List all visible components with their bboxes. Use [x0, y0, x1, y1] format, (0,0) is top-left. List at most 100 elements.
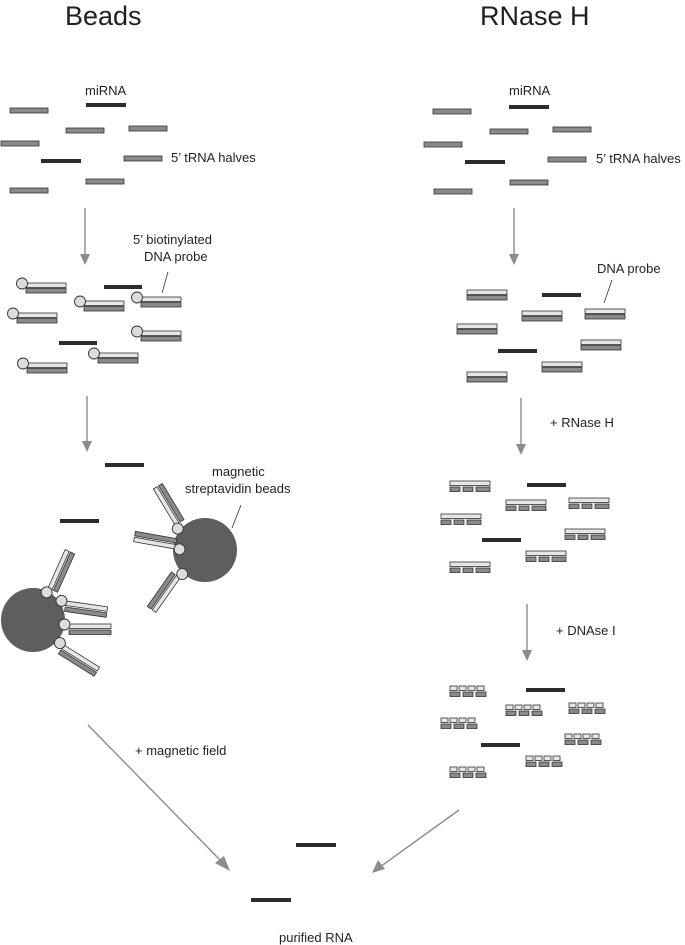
digested-fragments — [564, 733, 602, 745]
dnase-digested-fragments — [440, 685, 606, 778]
beads-label-line2: streptavidin beads — [185, 481, 291, 496]
biotin-probe-hybrid — [17, 357, 68, 374]
dna-probe-hybrid — [580, 339, 622, 351]
left-arrow-2 — [82, 396, 92, 452]
left-panel-title: Beads — [65, 1, 142, 31]
right-mirna-label: miRNA — [509, 83, 550, 98]
mirna-strand — [482, 538, 521, 542]
trna-strand — [65, 127, 105, 134]
digested-fragments — [525, 755, 563, 767]
trna-strand — [547, 156, 587, 163]
dna-probe-hybrid — [541, 361, 583, 373]
mirna-strand — [104, 285, 142, 289]
right-rna-mixture — [423, 105, 592, 195]
trna-strand — [0, 140, 40, 147]
right-trna-label: 5’ tRNA halves — [596, 151, 681, 166]
cleaved-hybrid — [568, 497, 610, 509]
right-probe-hybrids — [456, 289, 626, 383]
rnaseh-cleaved-hybrids — [440, 480, 610, 573]
mirna-strand — [527, 483, 566, 487]
trna-strand — [552, 126, 592, 133]
trna-strand — [432, 108, 472, 115]
digested-fragments — [449, 766, 487, 778]
bead-bound-hybrid — [148, 483, 190, 537]
magnetic-bead — [1, 588, 65, 652]
trna-strand — [509, 179, 549, 186]
cleaved-hybrid — [440, 513, 482, 525]
left-rna-mixture — [0, 103, 168, 194]
bead-bound-hybrid — [58, 618, 112, 635]
left-trna-label: 5’ tRNA halves — [171, 150, 256, 165]
biotin-probe-label-line1: 5’ biotinylated — [133, 232, 212, 247]
trna-strand — [9, 187, 49, 194]
bead-bound-hybrid — [38, 547, 76, 602]
beads-label-line1: magnetic — [212, 464, 265, 479]
trna-strand — [123, 155, 163, 162]
mirna-strand — [86, 103, 126, 107]
dna-probe-hybrid — [466, 289, 508, 301]
left-bead-group — [1, 547, 112, 677]
dna-probe-leader-line — [603, 279, 613, 304]
dna-probe-hybrid — [466, 371, 508, 383]
left-probe-hybrids — [7, 277, 182, 374]
dnase-label: + DNAse I — [556, 623, 616, 638]
dna-probe-hybrid — [521, 310, 563, 322]
bead-bound-hybrid — [49, 635, 103, 677]
digested-fragments — [505, 704, 543, 716]
cleaved-hybrid — [564, 528, 606, 540]
trna-strand — [489, 128, 529, 135]
right-final-arrow — [372, 809, 460, 873]
mirna-strand — [481, 743, 520, 747]
digested-fragments — [440, 717, 478, 729]
beads-leader-line — [231, 504, 242, 529]
probe-leader-line — [161, 271, 169, 294]
left-mirna-label: miRNA — [85, 83, 126, 98]
digested-fragments — [449, 685, 487, 697]
cleaved-hybrid — [525, 550, 567, 562]
trna-strand — [433, 188, 473, 195]
trna-strand — [9, 107, 49, 114]
trna-strand — [85, 178, 125, 185]
right-arrow-2 — [516, 398, 526, 455]
mirna-strand — [41, 159, 81, 163]
dna-probe-label: DNA probe — [597, 261, 661, 276]
purified-rna-label: purified RNA — [279, 930, 353, 945]
mirna-strand — [526, 688, 565, 692]
biotin-probe-hybrid — [131, 291, 182, 308]
digested-fragments — [568, 702, 606, 714]
right-bead-group — [132, 483, 237, 616]
mirna-strand — [509, 105, 549, 109]
magnetic-field-label: + magnetic field — [135, 743, 226, 758]
cleaved-hybrid — [505, 499, 547, 511]
mirna-strand — [105, 463, 144, 467]
dna-probe-hybrid — [456, 323, 498, 335]
mirna-strand — [60, 519, 99, 523]
mirna-strand — [296, 843, 336, 847]
biotin-probe-hybrid — [131, 325, 182, 342]
rnaseh-label: + RNase H — [550, 415, 614, 430]
biotin-probe-hybrid — [16, 277, 67, 294]
mirna-strand — [251, 898, 291, 902]
biotin-probe-hybrid — [74, 295, 125, 312]
bead-bound-hybrid — [146, 563, 191, 616]
purified-rna — [251, 843, 336, 902]
dna-probe-hybrid — [584, 308, 626, 320]
magnetic-bead — [173, 518, 237, 582]
magnetic-field-arrow — [87, 724, 230, 871]
cleaved-hybrid — [449, 561, 491, 573]
right-arrow-3 — [522, 604, 532, 661]
biotin-probe-hybrid — [88, 347, 139, 364]
cleaved-hybrid — [449, 480, 491, 492]
trna-strand — [128, 125, 168, 132]
right-panel-title: RNase H — [480, 1, 590, 31]
mirna-strand — [498, 349, 537, 353]
mirna-strand — [542, 293, 581, 297]
biotin-probe-hybrid — [7, 307, 58, 324]
mirna-strand — [59, 341, 97, 345]
right-arrow-1 — [509, 208, 519, 265]
left-arrow-1 — [80, 208, 90, 265]
mirna-strand — [465, 160, 505, 164]
biotin-probe-label-line2: DNA probe — [144, 249, 208, 264]
trna-strand — [423, 141, 463, 148]
